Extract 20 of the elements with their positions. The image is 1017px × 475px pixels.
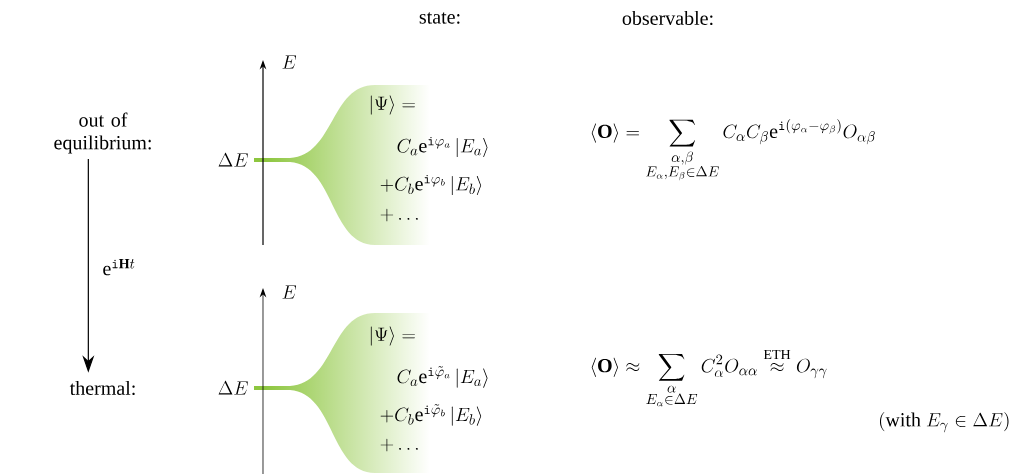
axis-label: $\Delta E$ xyxy=(218,380,248,395)
state-label: thermal: xyxy=(69,380,135,396)
edge-label: $\mathrm{e}^{\mathtt{i}\mathbf{H}t}$ xyxy=(103,259,135,276)
formula: $|\Psi\rangle =$ xyxy=(370,326,415,346)
formula: $\langle\mathbf{O}\rangle = \sum_{\substack{\alpha,\beta\\ E_\alpha,E_\beta\in\Delta E}} C_\alpha C_\beta \mathrm{e}^{\mathtt{i}(\varphi_\alpha-\varphi_\beta)} O_{\alpha\beta}$ xyxy=(591,119,875,181)
formula: $\langle\mathbf{O}\rangle \approx \sum_{\substack{\alpha\\ E_\alpha\in\Delta E}} C_\alpha^2 O_{\alpha\alpha} \stackrel{\mathrm{ETH}}{\approx} O_{\gamma\gamma}$ xyxy=(591,349,827,407)
column-heading: observable: xyxy=(622,10,713,26)
axis-label: $E$ xyxy=(282,285,297,299)
formula: $+C_b\mathrm{e}^{\mathtt{i}\tilde\varphi_b}\,|E_b\rangle$ xyxy=(380,404,482,426)
formula: $+C_b\mathrm{e}^{\mathtt{i}\varphi_b}\,|E_b\rangle$ xyxy=(380,174,482,196)
formula: $|\Psi\rangle =$ xyxy=(370,95,415,115)
axis-label: $E$ xyxy=(282,55,297,69)
axis-label: $\Delta E$ xyxy=(218,152,248,167)
column-heading: state: xyxy=(419,12,460,24)
formula: $+\dots$ xyxy=(380,208,418,222)
formula: $C_a\mathrm{e}^{\mathtt{i}\tilde\varphi_a}\,|E_a\rangle$ xyxy=(397,366,488,388)
formula: $+\dots$ xyxy=(380,438,418,452)
formula: $(\mathrm{with}\ E_\gamma \in \Delta E)$ xyxy=(880,411,1009,433)
state-label: out of equilibrium: xyxy=(54,112,151,154)
formula: $C_a\mathrm{e}^{\mathtt{i}\varphi_a}\,|E_a\rangle$ xyxy=(397,136,488,158)
